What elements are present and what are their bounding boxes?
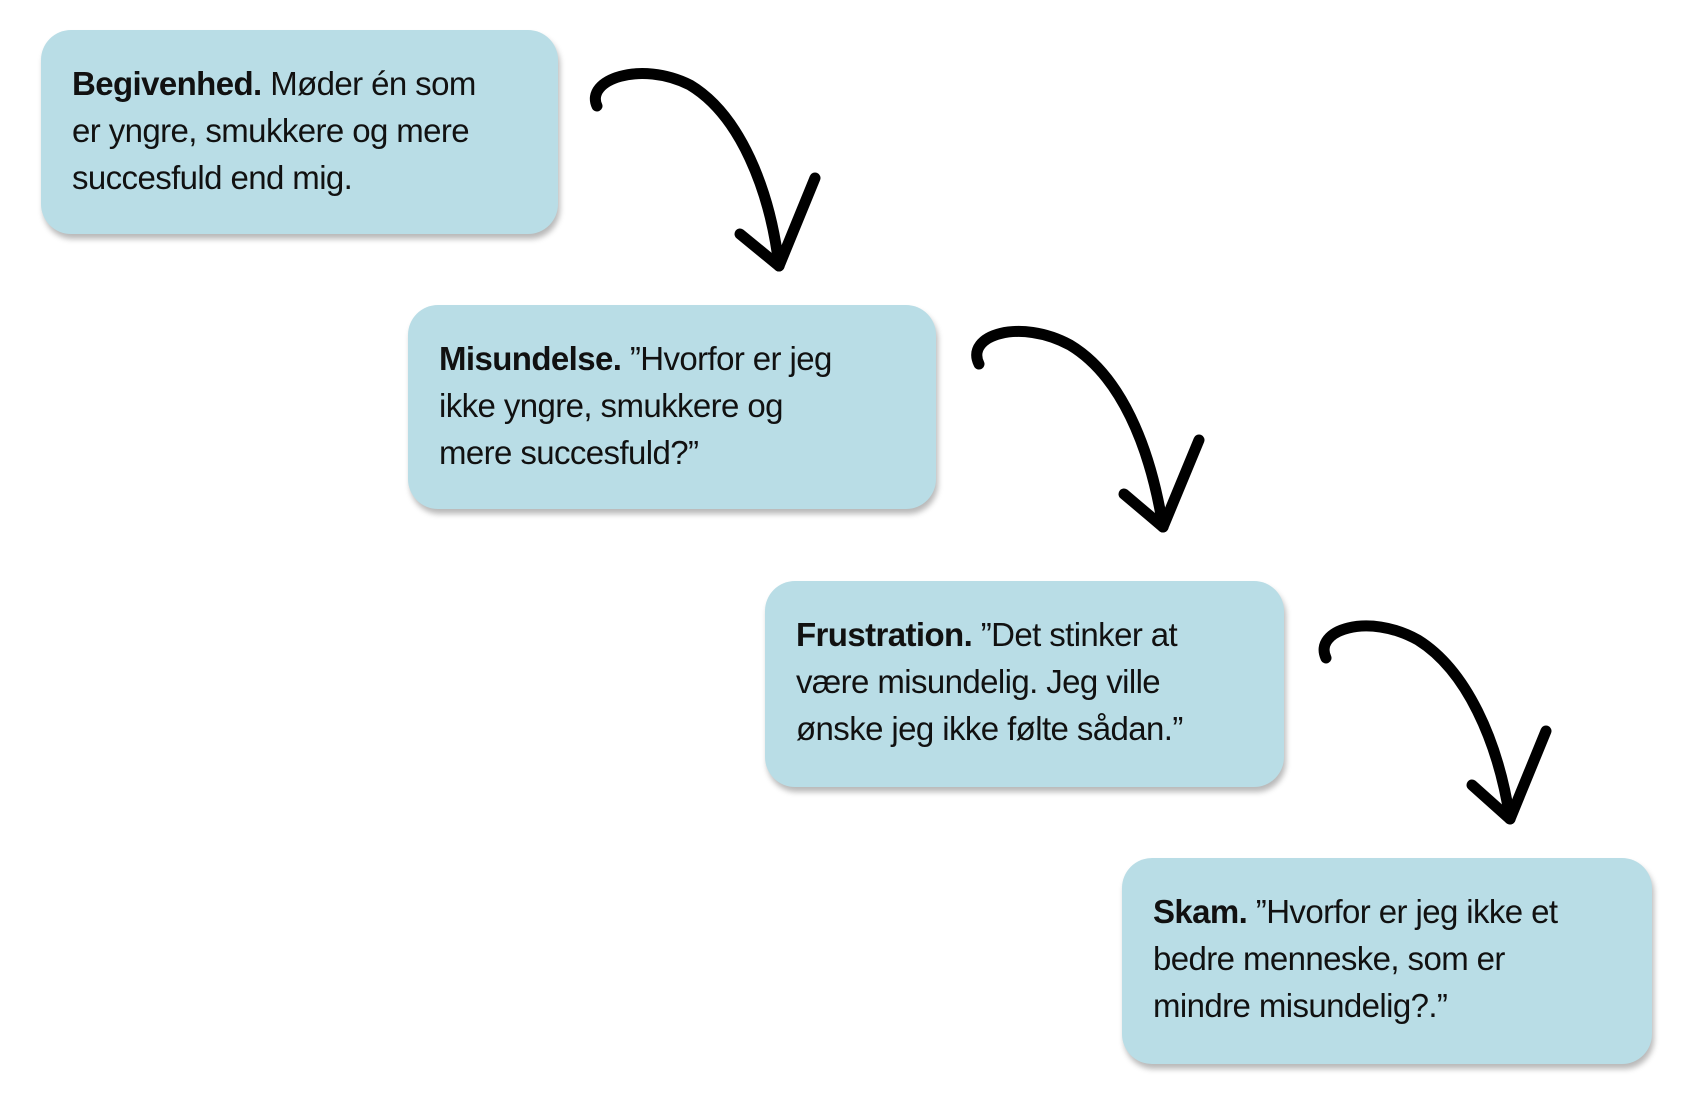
arrow-3-to-4 [1318, 620, 1552, 825]
step-text: ikke yngre, smukkere og [439, 387, 783, 424]
step-text: bedre menneske, som er [1153, 940, 1505, 977]
step-text: være misundelig. Jeg ville [796, 663, 1161, 700]
step-label: Misundelse. [439, 340, 622, 377]
step-text: mere succesfuld?” [439, 434, 699, 471]
step-text: ”Hvorfor er jeg ikke et [1247, 893, 1558, 930]
arrow-1-to-2 [589, 68, 821, 272]
step-text: mindre misundelig?.” [1153, 987, 1448, 1024]
arrow-2-to-3 [971, 326, 1205, 533]
step-box-misundelse: Misundelse. ”Hvorfor er jeg ikke yngre, … [408, 305, 936, 509]
step-label: Begivenhed. [72, 65, 262, 102]
step-text: ”Det stinker at [972, 616, 1178, 653]
step-text: er yngre, smukkere og mere [72, 112, 470, 149]
step-text: ”Hvorfor er jeg [621, 340, 833, 377]
step-text: Møder én som [261, 65, 476, 102]
step-label: Frustration. [796, 616, 973, 653]
step-text: ønske jeg ikke følte sådan.” [796, 710, 1183, 747]
step-text: succesfuld end mig. [72, 159, 353, 196]
step-box-skam: Skam. ”Hvorfor er jeg ikke et bedre menn… [1122, 858, 1652, 1064]
step-box-begivenhed: Begivenhed. Møder én som er yngre, smukk… [41, 30, 558, 234]
step-box-frustration: Frustration. ”Det stinker at være misund… [765, 581, 1284, 787]
step-label: Skam. [1153, 893, 1248, 930]
